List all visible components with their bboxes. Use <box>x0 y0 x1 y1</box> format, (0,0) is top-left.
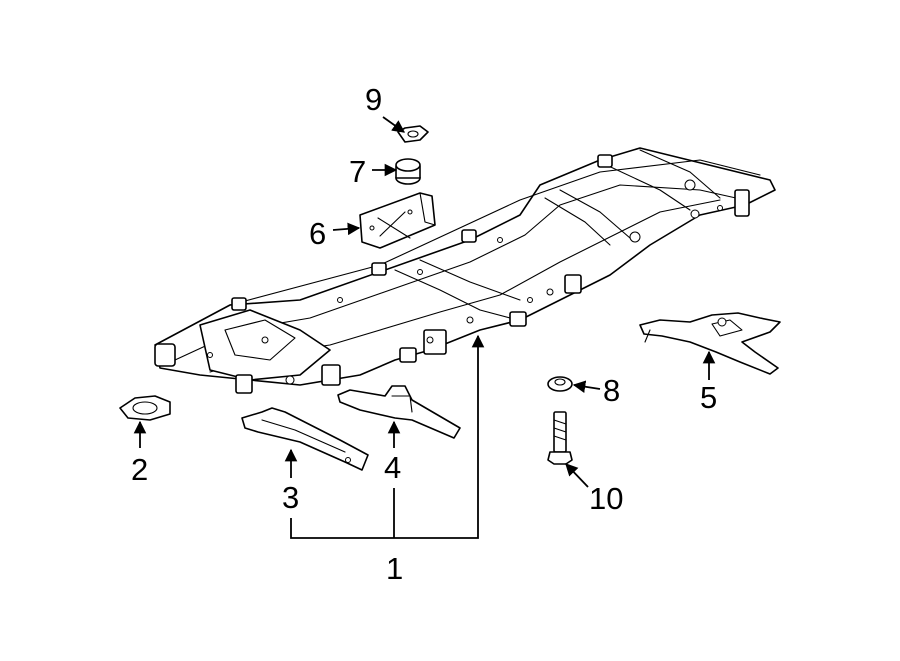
leader-9 <box>382 116 406 133</box>
mount-pad-part <box>119 395 171 421</box>
callout-labels: 9 7 6 8 10 5 2 3 4 1 <box>131 82 717 586</box>
skid-plate-part <box>639 312 781 375</box>
callout-9: 9 <box>365 82 382 117</box>
callout-3: 3 <box>282 480 299 515</box>
callout-8: 8 <box>603 373 620 408</box>
leader-10 <box>565 463 589 488</box>
leader-1 <box>290 334 485 539</box>
callout-2: 2 <box>131 452 148 487</box>
crossmember-skid-part <box>241 407 369 471</box>
bracket-plate-part <box>359 192 436 249</box>
frame-assembly <box>154 147 776 394</box>
transmission-crossmember-part <box>337 385 461 439</box>
leader-6 <box>332 222 361 236</box>
callout-4: 4 <box>384 450 401 485</box>
callout-10: 10 <box>589 481 623 516</box>
leader-8 <box>572 380 601 393</box>
cushion-part <box>395 158 421 185</box>
callout-1: 1 <box>386 551 403 586</box>
callout-6: 6 <box>309 216 326 251</box>
washer-part <box>547 376 573 392</box>
callout-7: 7 <box>349 154 366 189</box>
bolt-part <box>547 411 573 465</box>
callout-5: 5 <box>700 380 717 415</box>
retainer-part <box>397 125 429 143</box>
leader-lines <box>133 116 716 539</box>
